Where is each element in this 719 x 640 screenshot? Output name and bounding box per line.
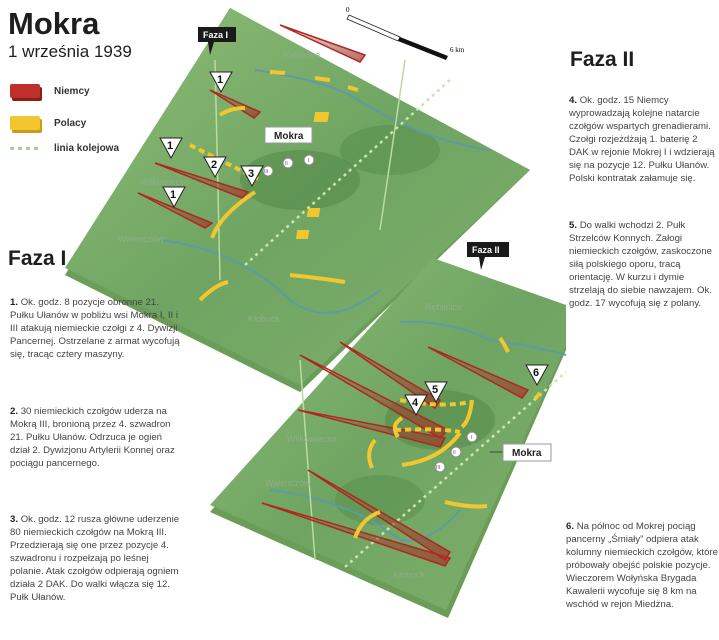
german-attack-arrow	[137, 192, 214, 229]
marker-1: 1	[159, 137, 183, 160]
town-label: Rębielice	[283, 50, 320, 60]
svg-text:III: III	[264, 169, 268, 175]
map-phase-1: Rębielice Wilkowiecko Walenczów Kłobuck …	[65, 8, 530, 392]
legend-label: linia kolejowa	[54, 143, 120, 154]
page-title: Mokra	[8, 6, 100, 41]
legend-label: Niemcy	[54, 85, 90, 97]
svg-text:4: 4	[412, 397, 419, 409]
phase-1-item-3: 3. Ok. godz. 12 rusza główne uderzenie 8…	[10, 514, 180, 603]
marker-3: 3	[240, 165, 264, 188]
yellow-block-icon	[10, 116, 40, 130]
german-attack-arrow	[297, 409, 447, 448]
village-markers: I II III	[434, 431, 478, 473]
svg-text:0: 0	[346, 6, 350, 14]
svg-text:2: 2	[211, 159, 217, 171]
town-label: Rębielice	[425, 302, 462, 312]
svg-text:Faza II: Faza II	[472, 245, 500, 255]
svg-text:1: 1	[217, 74, 223, 86]
red-block-icon	[10, 84, 40, 98]
legend-item-poles: Polacy	[10, 116, 86, 130]
phase-2-heading: Faza II	[570, 48, 635, 71]
german-attack-arrow	[209, 89, 262, 119]
german-attack-arrow	[279, 24, 367, 63]
german-attack-arrow	[339, 341, 442, 410]
phase-2-flag: Faza II	[467, 242, 509, 270]
phase-2-item-4: 4. Ok. godz. 15 Niemcy wyprowadzają kole…	[569, 95, 715, 184]
marker-1: 1	[162, 186, 186, 209]
german-attack-arrow	[427, 346, 530, 399]
german-attack-arrow	[299, 354, 450, 439]
svg-text:1: 1	[167, 140, 173, 152]
legend-item-germans: Niemcy	[10, 84, 90, 98]
phase-2-item-5: 5. Do walki wchodzi 2. Pułk Strzelców Ko…	[569, 220, 712, 309]
svg-text:6 km: 6 km	[450, 46, 465, 54]
page-subtitle: 1 września 1939	[8, 42, 132, 61]
phase-1-item-2: 2. 30 niemieckich czołgów uderza na Mokr…	[10, 406, 175, 469]
marker-2: 2	[203, 156, 227, 179]
mokra-label: Mokra	[490, 443, 552, 462]
svg-text:I: I	[308, 158, 309, 164]
polish-positions	[353, 336, 542, 539]
marker-6: 6	[525, 364, 549, 387]
svg-text:1: 1	[170, 189, 176, 201]
legend-item-railway: linia kolejowa	[10, 143, 119, 154]
svg-text:Faza I: Faza I	[203, 30, 228, 40]
railway-dotted-icon	[10, 147, 40, 150]
legend-label: Polacy	[54, 117, 87, 129]
marker-4: 4	[404, 394, 428, 417]
svg-text:II: II	[453, 450, 456, 456]
svg-text:3: 3	[248, 168, 254, 180]
svg-text:I: I	[471, 435, 472, 441]
marker-1: 1	[209, 71, 233, 94]
mokra-label: Mokra	[264, 126, 313, 144]
svg-text:6: 6	[533, 367, 539, 379]
svg-text:Mokra: Mokra	[512, 448, 542, 459]
svg-text:5: 5	[432, 384, 438, 396]
svg-text:II: II	[285, 161, 288, 167]
svg-text:III: III	[436, 465, 440, 471]
town-label: Kłobuck	[248, 314, 281, 324]
town-label: Walenczów	[265, 478, 311, 488]
phase-1-flag: Faza I	[198, 27, 236, 55]
town-label: Kłobuck	[393, 570, 426, 580]
village-markers: III II I	[262, 154, 315, 177]
phase-1-item-1: 1. Ok. godz. 8 pozycje obronne 21. Pułku…	[10, 297, 180, 360]
scale-bar: 0 6 km	[346, 6, 465, 60]
town-label: Wilkowiecko	[287, 434, 337, 444]
town-label: Wilkowiecko	[140, 177, 190, 187]
german-attack-arrow	[154, 162, 250, 199]
marker-5: 5	[424, 381, 448, 404]
town-label: Walenczów	[118, 234, 164, 244]
phase-2-item-6: 6. Na północ od Mokrej pociąg pancerny „…	[566, 521, 718, 610]
map-phase-2: Rębielice Wilkowiecko Walenczów Kłobuck …	[210, 242, 567, 618]
svg-text:Mokra: Mokra	[274, 131, 304, 142]
phase-1-heading: Faza I	[8, 247, 67, 270]
railway-line	[344, 371, 567, 568]
